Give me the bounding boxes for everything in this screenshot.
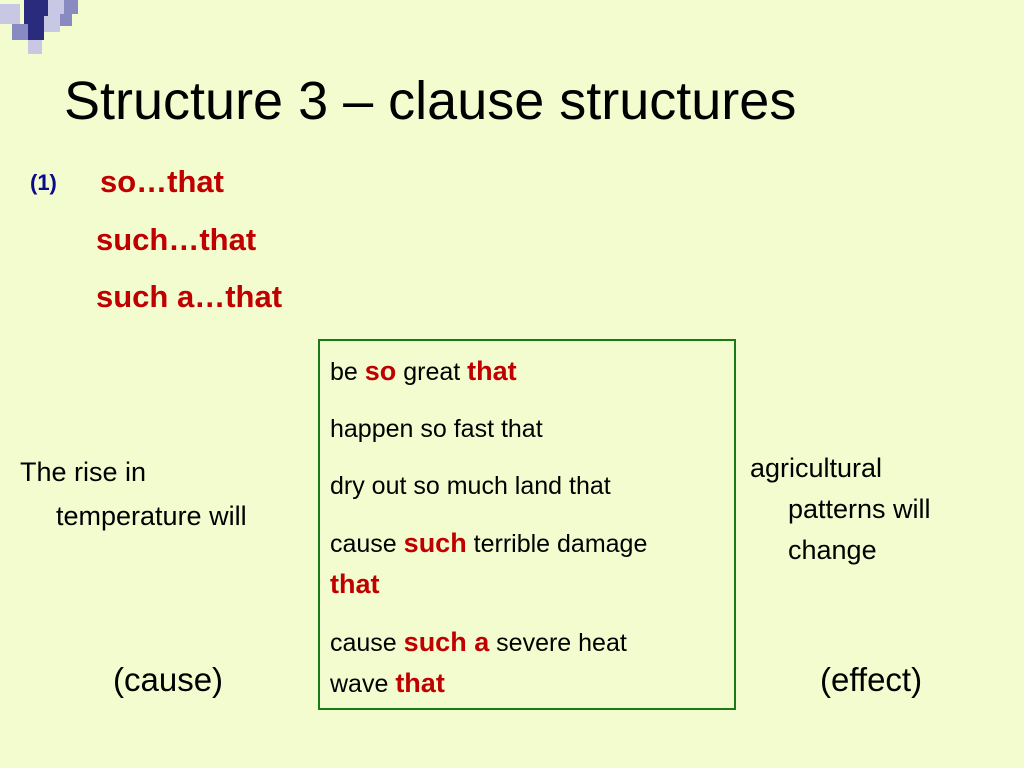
effect-sentence-line: patterns will — [788, 494, 931, 524]
effect-sentence-line: change — [788, 535, 877, 565]
box-line-so: be so great that — [330, 356, 517, 386]
slide-title: Structure 3 – clause structures — [64, 71, 797, 131]
box-line-so-much: dry out so much land that — [330, 472, 611, 500]
cause-label: (cause) — [113, 661, 224, 698]
connector-box: be so great that happen so fast that dry… — [318, 339, 736, 710]
phrase-such-a-that: such a…that — [96, 279, 283, 314]
effect-sentence: agricultural patterns will change — [750, 448, 931, 571]
box-line-such-a: cause such a severe heat wave that — [330, 627, 627, 698]
bullet-number: (1) — [30, 170, 57, 195]
box-line-such: cause such terrible damage that — [330, 528, 648, 599]
box-line-so-fast: happen so fast that — [330, 415, 543, 443]
effect-sentence-line: agricultural — [750, 453, 883, 483]
effect-label: (effect) — [820, 661, 923, 698]
phrase-such-that: such…that — [96, 222, 257, 257]
cause-sentence-line: The rise in — [20, 457, 147, 487]
phrase-so-that: so…that — [100, 164, 224, 199]
corner-decoration — [0, 0, 80, 60]
cause-sentence: The rise in temperature will — [20, 450, 247, 538]
cause-sentence-line: temperature will — [56, 501, 247, 531]
